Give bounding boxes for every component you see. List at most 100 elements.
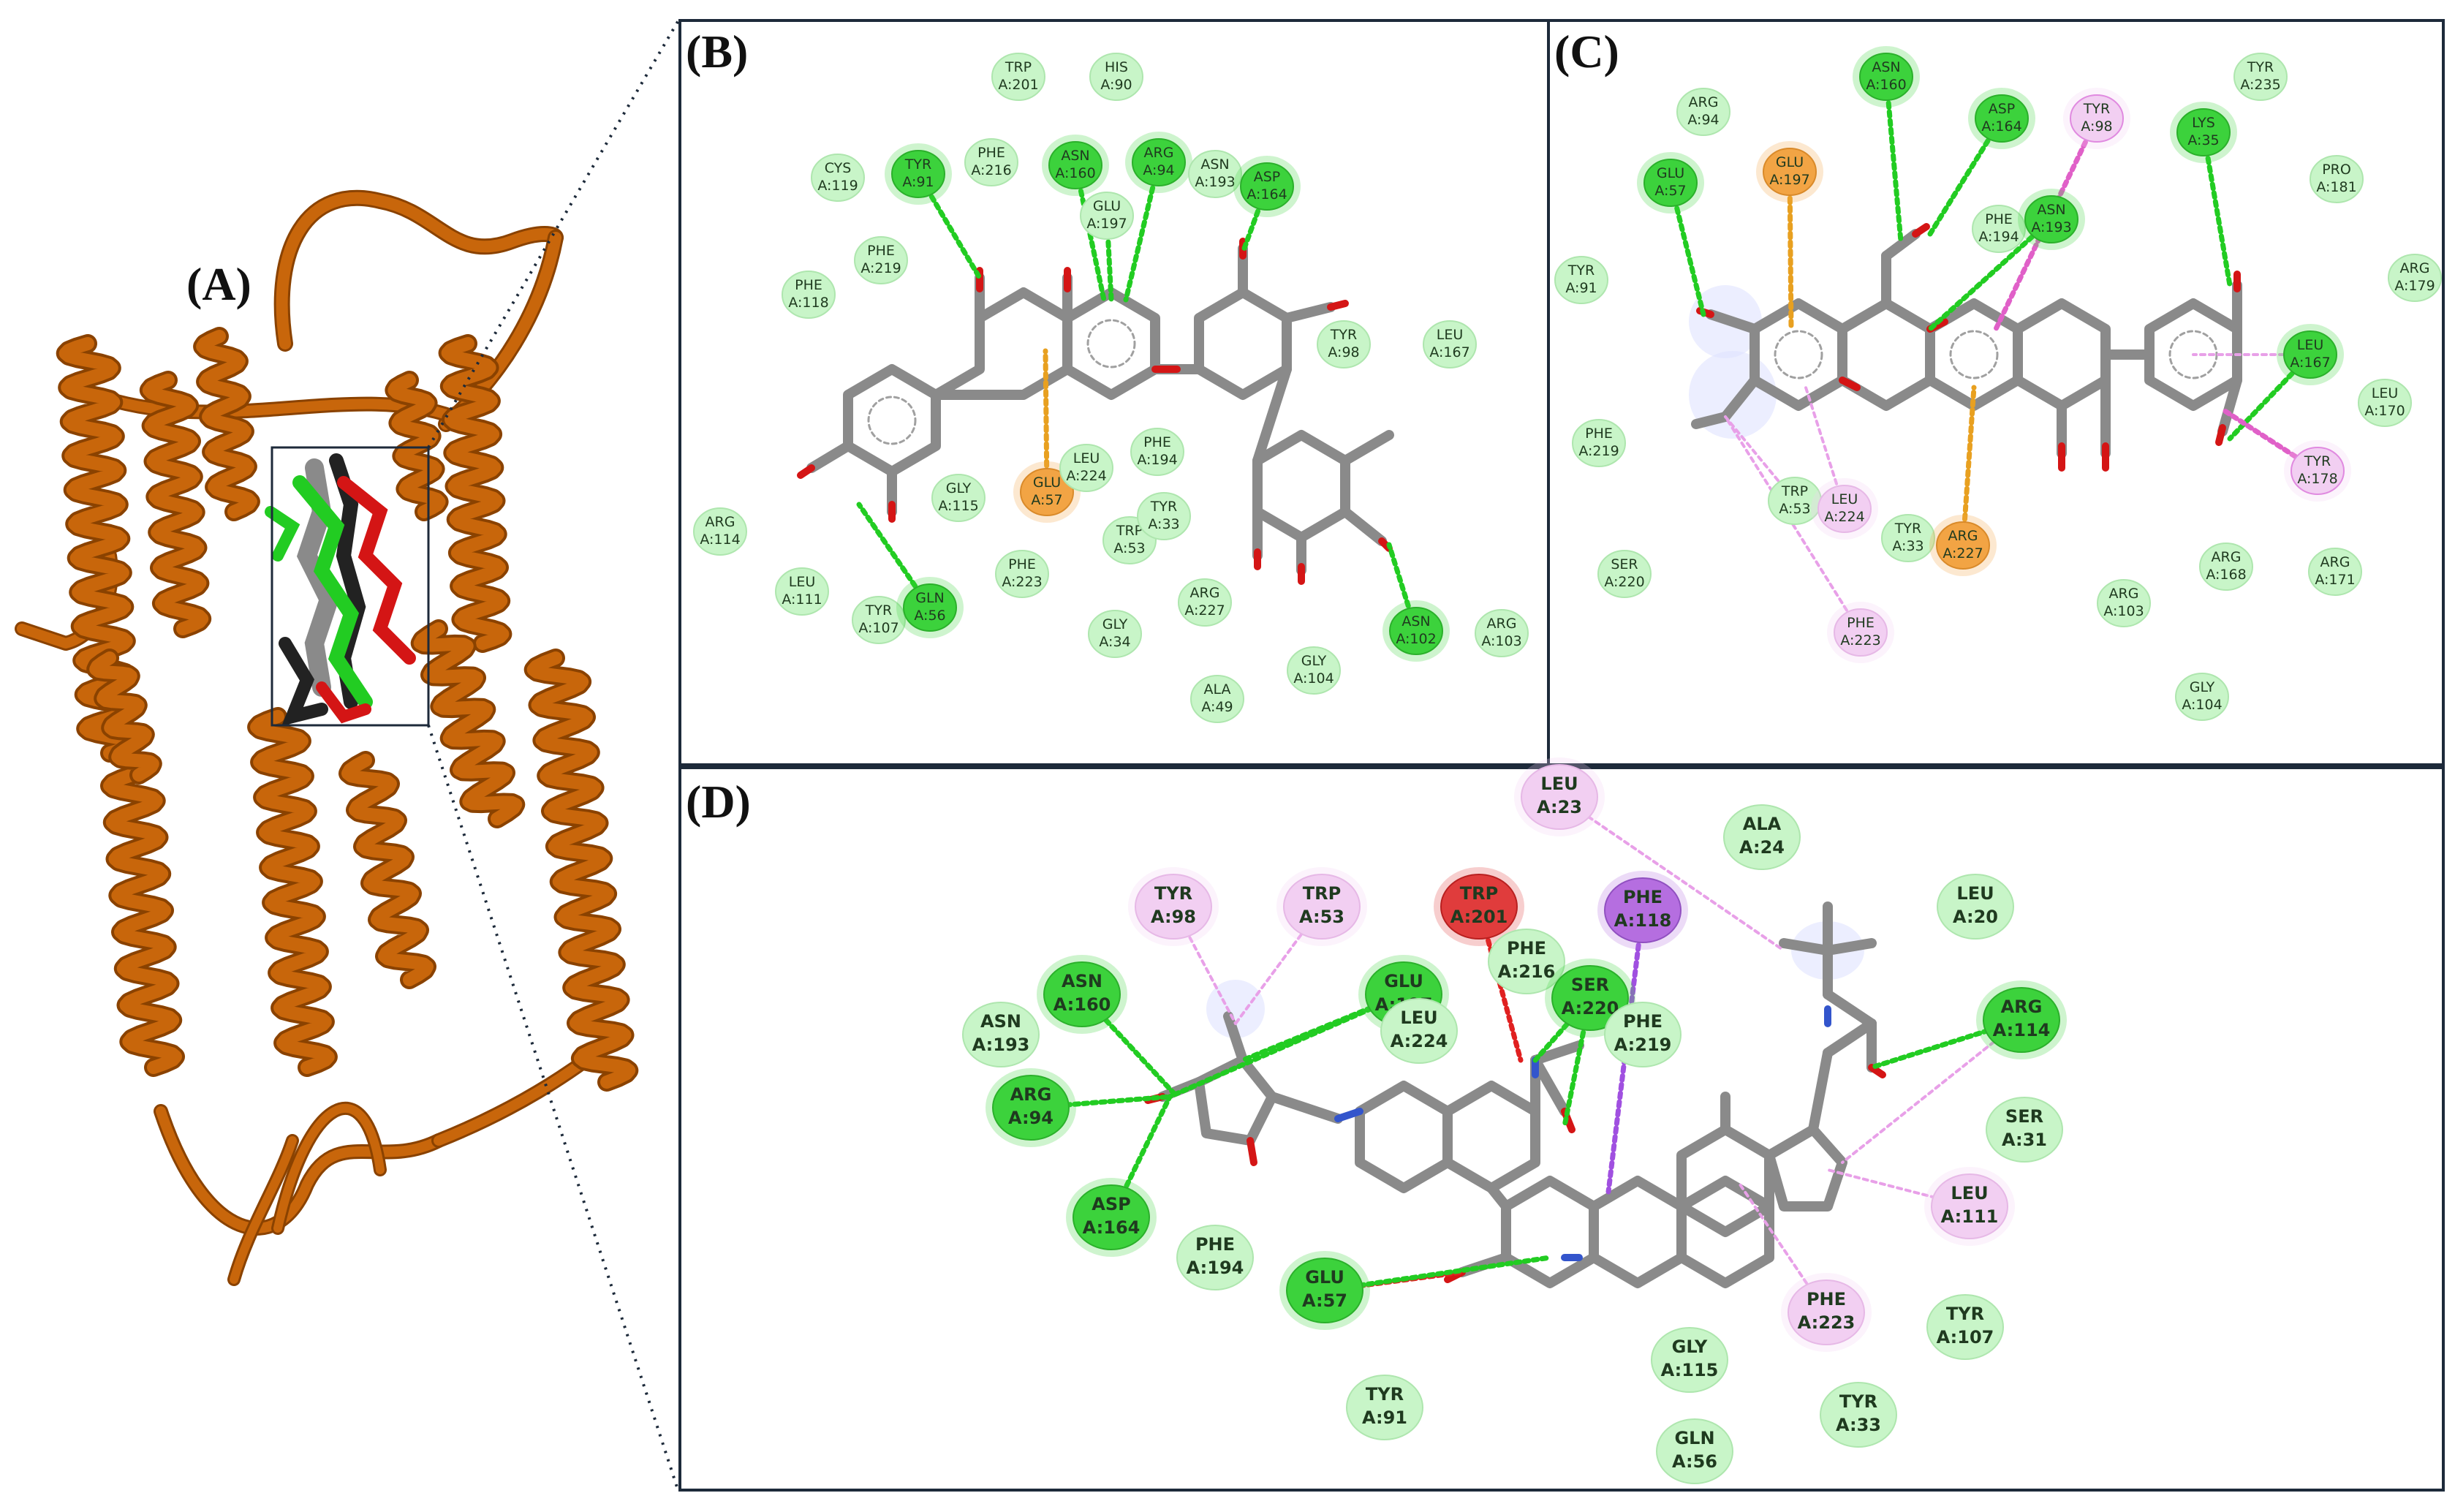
residue-index: A:98 [1151, 907, 1196, 927]
residue-name: ASN [1872, 59, 1900, 75]
residue-index: A:224 [1066, 468, 1106, 484]
residue-index: A:104 [1293, 670, 1334, 687]
residue-index: A:224 [1391, 1031, 1448, 1051]
residue-index: A:223 [1798, 1312, 1856, 1333]
residue-index: A:164 [1247, 186, 1287, 203]
residue-name: ARG [1190, 585, 1220, 601]
residue-index: A:56 [1672, 1451, 1717, 1472]
residue-index: A:107 [858, 620, 899, 636]
residue-index: A:160 [1055, 165, 1095, 181]
residue-name: GLU [1657, 165, 1684, 181]
residue-index: A:194 [1978, 229, 2019, 245]
residue-index: A:201 [1450, 907, 1508, 927]
residue-index: A:220 [1604, 574, 1644, 590]
helix-3 [193, 327, 260, 521]
residue-name: GLY [946, 480, 972, 496]
residue-name: ARG [2320, 554, 2350, 570]
residue-name: LEU [2297, 337, 2324, 353]
residue-name: TYR [2083, 101, 2110, 117]
residue-index: A:193 [972, 1035, 1030, 1055]
residue-index: A:57 [1654, 183, 1686, 199]
residue-c-glu-57: GLU A:57 [1637, 152, 1704, 213]
residue-index: A:201 [998, 77, 1038, 93]
residue-name: ARG [1487, 616, 1517, 632]
residue-name: ARG [1948, 528, 1978, 544]
panel-b-residues: TRPA:201HISA:90CYSA:119TYRA:91PHEA:216AS… [693, 53, 1529, 723]
residue-name: LEU [1956, 883, 1994, 904]
interaction-bond-37 [1558, 795, 1785, 952]
residue-name: GLU [1093, 198, 1121, 214]
residue-index: A:224 [1824, 509, 1864, 525]
panel-frames [678, 19, 2445, 1492]
residue-name: PHE [1623, 887, 1662, 907]
residue-index: A:170 [2364, 403, 2405, 419]
residue-index: A:160 [1866, 77, 1906, 93]
residue-name: PHE [1195, 1234, 1235, 1255]
residue-index: A:164 [1981, 118, 2021, 135]
residue-name: ASP [1092, 1194, 1130, 1214]
residue-name: PHE [977, 145, 1005, 161]
helix-8 [100, 766, 185, 1077]
residue-name: GLU [1033, 475, 1061, 491]
residue-name: TRP [1303, 883, 1341, 904]
residue-name: TYR [904, 156, 931, 173]
residue-index: A:181 [2316, 179, 2356, 195]
residue-index: A:57 [1031, 492, 1062, 508]
residue-index: A:111 [1941, 1206, 1999, 1227]
residue-name: LEU [2372, 385, 2399, 401]
residue-name: LEU [1540, 774, 1578, 794]
residue-index: A:90 [1100, 77, 1132, 93]
residue-name: ASN [1062, 971, 1102, 991]
residue-index: A:168 [2206, 567, 2246, 583]
residue-name: GLY [1672, 1337, 1708, 1357]
residue-index: A:194 [1137, 452, 1177, 468]
residue-b-gly-115: GLY A:115 [931, 474, 986, 522]
interaction-bond-15 [2201, 129, 2233, 288]
residue-name: TRP [1005, 59, 1032, 75]
residue-name: TYR [1946, 1304, 1984, 1324]
interaction-bond-11 [1883, 74, 1904, 244]
residue-name: PHE [1807, 1289, 1846, 1309]
residue-name: ARG [1144, 145, 1174, 161]
residue-name: TYR [1330, 327, 1357, 343]
residue-index: A:107 [1937, 1327, 1994, 1347]
helix-10 [338, 751, 436, 989]
binding-site-box [271, 446, 430, 727]
residue-name: ARG [2212, 549, 2242, 565]
residue-index: A:56 [914, 608, 945, 624]
residue-index: A:219 [1614, 1035, 1672, 1055]
residue-index: A:115 [938, 498, 978, 514]
residue-name: GLY [1102, 616, 1128, 632]
residue-name: LEU [1073, 450, 1100, 466]
residue-index: A:160 [1054, 994, 1111, 1015]
residue-c-asn-160: ASN A:160 [1853, 46, 1920, 107]
panel-d-residues: LEUA:23ALAA:24LEUA:20TYRA:98TRPA:53TRPA:… [962, 757, 2067, 1484]
residue-index: A:57 [1302, 1290, 1347, 1311]
residue-index: A:118 [1614, 910, 1672, 931]
residue-index: A:227 [1943, 545, 1983, 562]
residue-c-leu-170: LEU A:170 [2358, 379, 2412, 427]
residue-name: TYR [2247, 59, 2274, 75]
residue-index: A:178 [2297, 471, 2337, 487]
residue-index: A:223 [1002, 574, 1042, 590]
residue-name: TYR [2304, 453, 2331, 469]
